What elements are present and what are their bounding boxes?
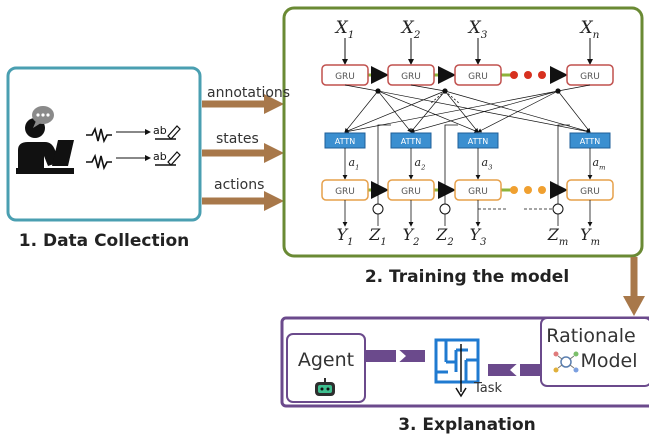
- ellipsis-dot: [538, 71, 546, 79]
- explanation-panel: Agent Task Rationale Model 3. Explanatio…: [280, 316, 649, 435]
- data-collection-panel: ab ab 1. Data Collection: [6, 66, 202, 251]
- gru-label: GRU: [468, 187, 488, 197]
- flow-chevron: [396, 347, 406, 365]
- input-label-states: states: [216, 131, 259, 147]
- network-icon: [553, 351, 579, 373]
- robot-icon: [315, 378, 335, 396]
- output-label: Ym: [580, 225, 600, 248]
- rationale-label-line1: Rationale: [546, 325, 635, 347]
- gru-label: GRU: [468, 72, 488, 82]
- input-arrow-head: [264, 191, 284, 211]
- edge: [410, 84, 446, 92]
- gru-label: GRU: [401, 72, 421, 82]
- svg-text:ab: ab: [153, 124, 167, 137]
- flow-chevron: [510, 361, 520, 379]
- feedback-edge: [444, 124, 458, 214]
- down-arrow-head: [623, 296, 645, 316]
- task-label: Task: [473, 381, 503, 396]
- person-laptop-icon: [16, 106, 74, 174]
- ellipsis-dot: [510, 71, 518, 79]
- edge: [557, 84, 591, 92]
- attention-weight-label: am: [592, 156, 605, 171]
- input-label-actions: actions: [214, 177, 264, 193]
- input-arrow-head: [264, 94, 284, 114]
- ellipsis-dot: [538, 186, 546, 194]
- input-label-x: X2: [400, 18, 421, 41]
- output-label: Zm: [547, 225, 569, 248]
- rationale-label-line2: Model: [580, 350, 637, 372]
- training-title: 2. Training the model: [365, 267, 569, 287]
- attn-label: ATTN: [335, 137, 355, 146]
- attention-edge: [344, 90, 379, 133]
- ellipsis-dot: [510, 186, 518, 194]
- input-label-x: Xn: [579, 18, 600, 41]
- agent-label: Agent: [298, 349, 354, 371]
- gru-label: GRU: [580, 187, 600, 197]
- waveform-icon: [86, 126, 112, 144]
- attention-edge: [477, 90, 559, 133]
- attn-label: ATTN: [580, 137, 600, 146]
- input-arrows: [202, 94, 284, 211]
- gru-label: GRU: [335, 187, 355, 197]
- output-label: Y1: [337, 225, 354, 248]
- gru-encoder-cell: [454, 64, 502, 86]
- attention-weight-label: a1: [349, 156, 360, 171]
- gru-label: GRU: [335, 72, 355, 82]
- attention-edge: [344, 90, 446, 133]
- ellipsis-dot: [524, 71, 532, 79]
- flow-bar: [365, 350, 425, 362]
- input-label-x: X1: [334, 18, 355, 41]
- input-arrow-head: [264, 143, 284, 163]
- output-label: Y2: [403, 225, 420, 248]
- output-label: Z2: [435, 225, 453, 248]
- waveform-icon: [86, 153, 112, 171]
- input-label-annotations: annotations: [207, 85, 290, 101]
- z-node: [552, 203, 564, 215]
- feedback-edge: [377, 124, 391, 214]
- output-label: Y3: [470, 225, 487, 248]
- attention-edge: [410, 90, 559, 134]
- annotate-pen-icon: ab: [153, 124, 181, 140]
- z-node: [439, 203, 451, 215]
- gru-label: GRU: [580, 72, 600, 82]
- ellipsis-dot: [524, 186, 532, 194]
- edge: [344, 84, 379, 92]
- attention-weight-label: a3: [482, 156, 493, 171]
- data-collection-title: 1. Data Collection: [19, 231, 189, 251]
- signal-row-2: ab: [86, 150, 181, 171]
- flow-arrows: [365, 347, 541, 379]
- rationale-model-box: [540, 317, 649, 387]
- attention-edge: [444, 90, 479, 133]
- agent-box: [286, 333, 366, 403]
- attn-label: ATTN: [468, 137, 488, 146]
- annotate-pen-icon: ab: [153, 150, 181, 166]
- feedback-edge: [557, 124, 570, 214]
- maze-arrow-head: [455, 387, 467, 398]
- input-label-x: X3: [467, 18, 488, 41]
- attention-weight-label: a2: [415, 156, 426, 171]
- z-node: [372, 203, 384, 215]
- edge: [444, 90, 461, 105]
- attention-edge: [557, 90, 591, 133]
- svg-text:ab: ab: [153, 150, 167, 163]
- attention-edge: [410, 90, 446, 133]
- maze-icon: [434, 338, 480, 398]
- output-label: Z1: [368, 225, 386, 248]
- gru-label: GRU: [401, 187, 421, 197]
- down-arrow: [623, 257, 645, 316]
- attn-label: ATTN: [401, 137, 421, 146]
- data-collection-box: [6, 66, 202, 222]
- signal-row-1: ab: [86, 124, 181, 144]
- explanation-title: 3. Explanation: [398, 415, 536, 435]
